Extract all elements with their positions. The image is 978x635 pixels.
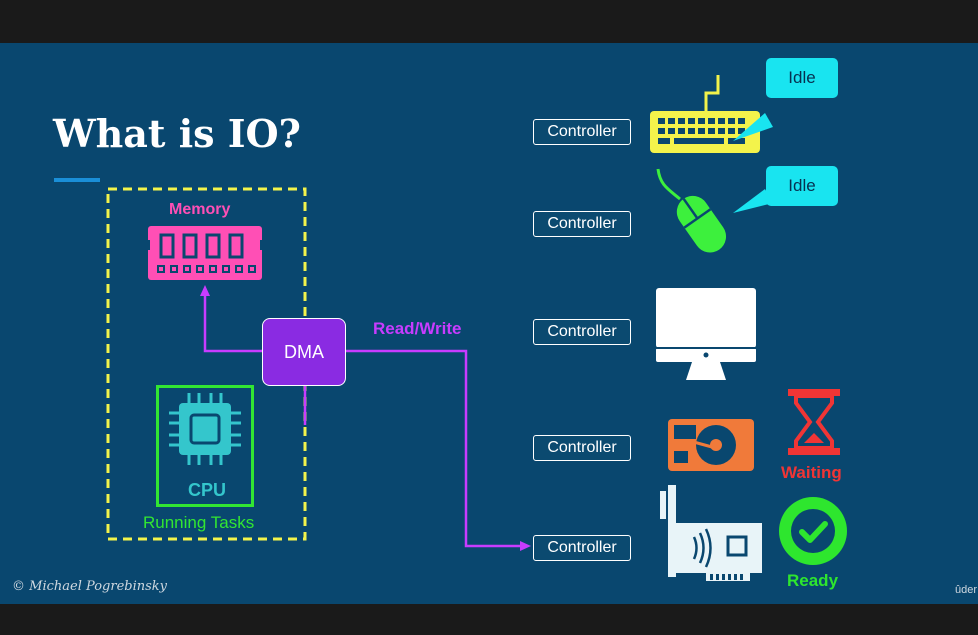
monitor-controller: Controller xyxy=(533,319,631,345)
mouse-controller: Controller xyxy=(533,211,631,237)
hard-drive-icon xyxy=(668,419,754,471)
ready-check-icon xyxy=(779,497,847,565)
keyboard-status-bubble: Idle xyxy=(766,58,838,98)
copyright: © Michael Pogrebinsky xyxy=(12,579,168,594)
network-controller: Controller xyxy=(533,535,631,561)
cpu-block xyxy=(156,385,254,507)
system-boundary xyxy=(106,187,307,541)
keyboard-icon xyxy=(650,75,760,153)
hourglass-icon xyxy=(788,389,840,455)
cpu-label: CPU xyxy=(188,480,227,500)
mouse-icon xyxy=(656,168,727,253)
dma-block: DMA xyxy=(262,318,346,386)
cpu-status: Running Tasks xyxy=(143,513,255,532)
memory-label: Memory xyxy=(169,201,231,218)
slide: What is IO? Memory DMA xyxy=(0,43,978,604)
brand-watermark: ûder xyxy=(955,584,978,596)
title-underline xyxy=(54,178,100,182)
network-card-icon xyxy=(660,485,762,581)
memory-chip-icon xyxy=(146,226,264,280)
mouse-status-bubble: Idle xyxy=(766,166,838,206)
cpu-chip-icon xyxy=(169,393,241,465)
memory-arrowhead xyxy=(200,285,210,296)
bus-wire xyxy=(344,349,522,548)
monitor-icon xyxy=(656,288,756,380)
dma-memory-wire xyxy=(203,291,262,353)
keyboard-bubble-tail xyxy=(733,113,773,141)
bus-label: Read/Write xyxy=(373,319,462,338)
dma-label: DMA xyxy=(284,341,324,362)
diagram-connections xyxy=(106,187,531,551)
keyboard-controller: Controller xyxy=(533,119,631,145)
slide-title: What is IO? xyxy=(53,111,301,156)
network-status: Ready xyxy=(787,571,839,590)
bus-arrowhead xyxy=(520,541,531,551)
drive-controller: Controller xyxy=(533,435,631,461)
drive-status: Waiting xyxy=(781,463,842,482)
mouse-bubble-tail xyxy=(733,189,773,213)
